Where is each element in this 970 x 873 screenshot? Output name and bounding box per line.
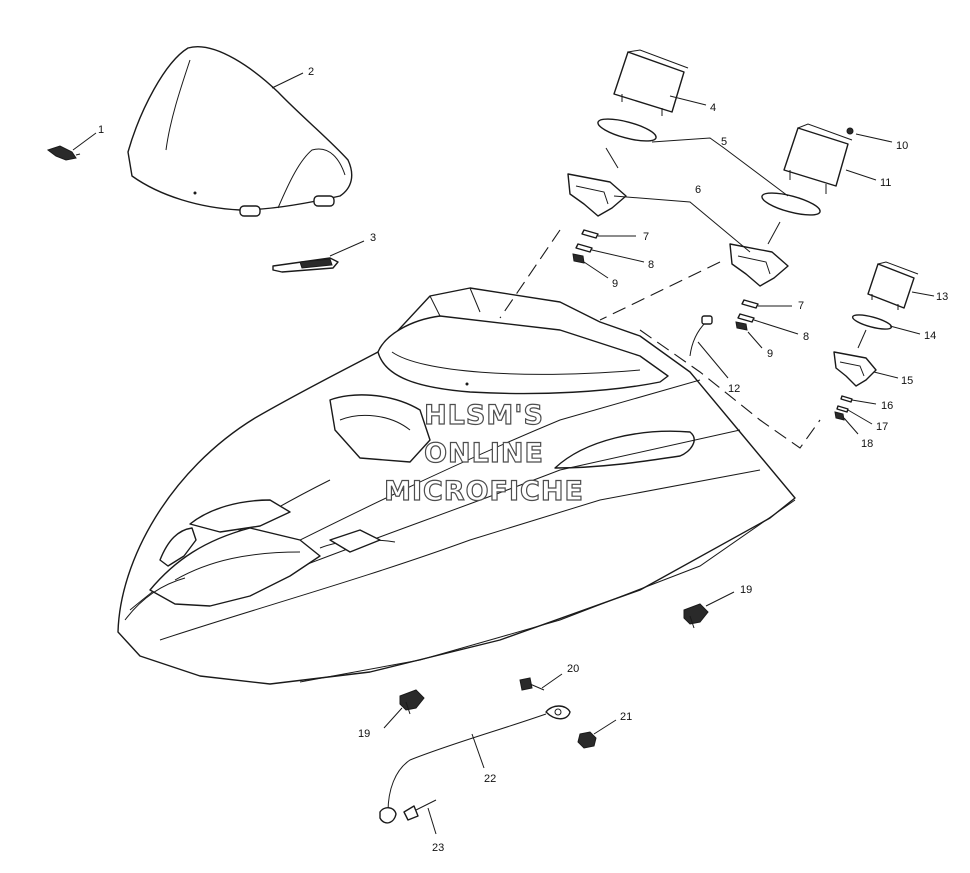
watermark: HLSM'S ONLINE MICROFICHE: [383, 399, 584, 507]
callout-18: 18: [861, 438, 873, 450]
callout-1: 1: [98, 124, 104, 136]
callout-13: 13: [936, 291, 948, 303]
callout-14: 14: [924, 330, 936, 342]
callout-7-left: 7: [643, 231, 649, 243]
callout-3: 3: [370, 232, 376, 244]
pushpin-fastener: [46, 145, 81, 161]
callout-19-right: 19: [740, 584, 752, 596]
clip-right: [683, 603, 709, 629]
callout-10: 10: [896, 140, 908, 152]
callout-17: 17: [876, 421, 888, 433]
rivet: [403, 799, 437, 821]
bolt: [519, 677, 545, 691]
callout-9-right: 9: [767, 348, 773, 360]
clip-left: [399, 689, 425, 715]
watermark-line-1: HLSM'S: [424, 400, 544, 431]
callout-8-left: 8: [648, 259, 654, 271]
gauge-assembly-small: [833, 261, 919, 421]
trim-strip: [272, 257, 339, 273]
hood-assembly: [117, 287, 796, 685]
callout-numbers: 1 2 3 4 5 6 7 8 9 7 8 9 10 11 12 13 14 1…: [98, 66, 948, 854]
callout-15: 15: [901, 375, 913, 387]
callout-16: 16: [881, 400, 893, 412]
watermark-line-3: MICROFICHE: [384, 476, 584, 507]
watermark-line-2: ONLINE: [424, 438, 544, 469]
callout-leaders: [72, 72, 935, 835]
assembly-lines: [499, 147, 867, 449]
callout-11: 11: [880, 177, 891, 189]
callout-19-left: 19: [358, 728, 370, 740]
callout-7-right: 7: [798, 300, 804, 312]
callout-6: 6: [695, 184, 701, 196]
callout-2: 2: [308, 66, 314, 78]
callout-12: 12: [728, 383, 740, 395]
callout-4: 4: [710, 102, 716, 114]
callout-20: 20: [567, 663, 579, 675]
gauge-assembly-right: [689, 123, 854, 357]
callout-22: 22: [484, 773, 496, 785]
nut: [577, 731, 597, 749]
callout-23: 23: [432, 842, 444, 854]
tether-cable: [379, 705, 571, 824]
callout-5: 5: [721, 136, 727, 148]
gauge-assembly-left: [567, 49, 689, 264]
callout-21: 21: [620, 711, 632, 723]
callout-9-left: 9: [612, 278, 618, 290]
callout-8-right: 8: [803, 331, 809, 343]
windshield: [127, 46, 353, 217]
